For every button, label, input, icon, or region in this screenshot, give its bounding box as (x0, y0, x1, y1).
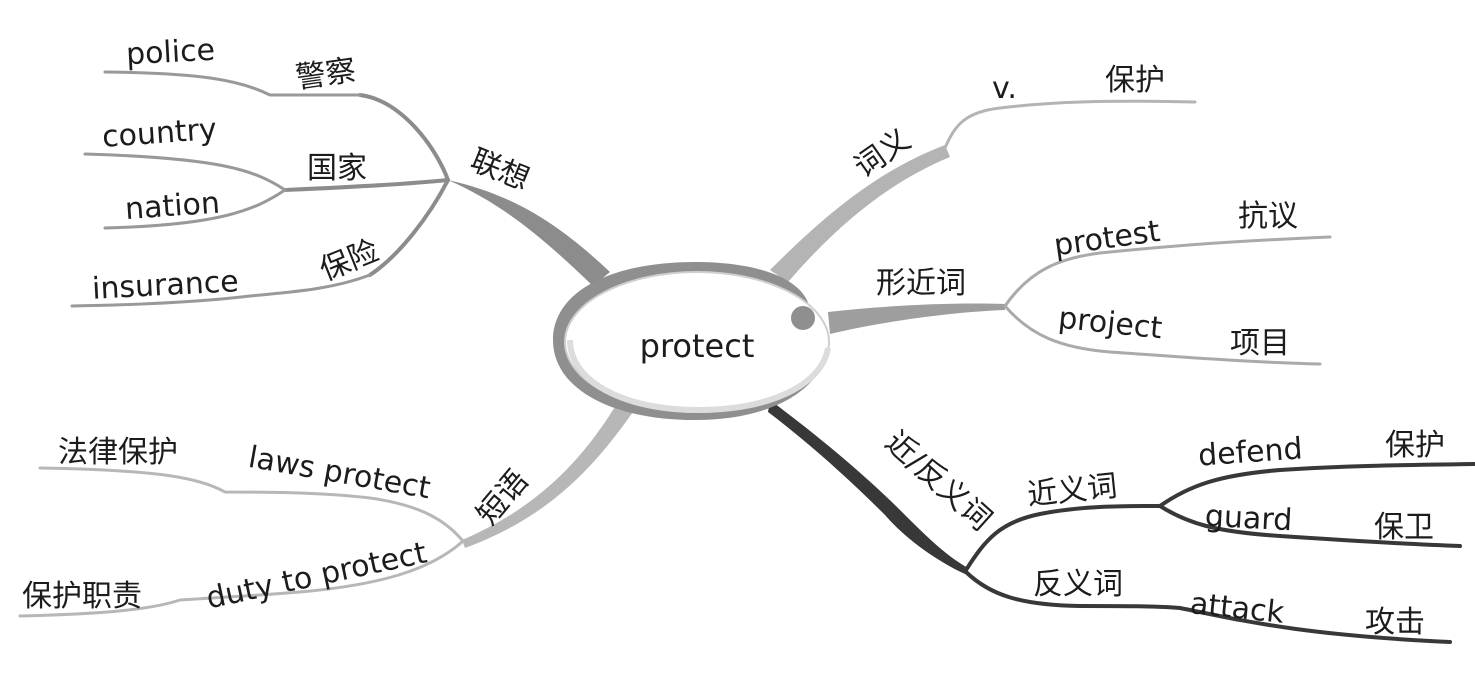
meaning-cn: 保护 (1105, 63, 1165, 98)
line-synonym (964, 504, 1162, 572)
antonym-item-1-cn: 攻击 (1365, 605, 1425, 640)
phrases-label: 短语 (470, 464, 535, 532)
phrases-item-2-cn: 保护职责 (22, 579, 142, 614)
center-ring-shadow (567, 339, 831, 414)
line-project (1003, 304, 1322, 366)
association-item-3-en: insurance (91, 264, 239, 307)
line-nation (103, 188, 287, 230)
line-laws-protect (38, 466, 464, 542)
synonym-item-1-en: defend (1197, 431, 1304, 473)
line-police (103, 70, 362, 97)
line-insurance (70, 273, 372, 308)
antonym-item-1-en: attack (1188, 586, 1286, 631)
line-country (83, 152, 287, 192)
association-main-trunk (448, 180, 610, 286)
association-stem-3 (283, 178, 450, 192)
branch-phrases: 短语 laws protect 法律保护 duty to protect 保护职… (18, 395, 640, 618)
antonym-label: 反义词 (1033, 567, 1123, 602)
center-node: protect (553, 262, 831, 420)
meaning-main-trunk (770, 145, 950, 282)
association-item-1-cn: 警察 (294, 53, 358, 96)
center-ring-end (791, 306, 815, 330)
synonym-item-2-cn: 保卫 (1374, 510, 1434, 545)
synonym-item-1-cn: 保护 (1385, 428, 1445, 463)
similar-form-item-2-cn: 项目 (1230, 326, 1290, 361)
line-defend (1158, 462, 1475, 508)
center-word: protect (640, 327, 755, 365)
branch-synonym-antonym: 近/反义词 近义词 反义词 defend 保护 guard 保卫 attack … (768, 400, 1475, 644)
similar-form-item-1-cn: 抗议 (1238, 199, 1298, 234)
meaning-pos: v. (992, 71, 1017, 106)
association-item-2-en-1: country (101, 112, 218, 155)
phrases-item-2-en: duty to protect (203, 535, 430, 616)
association-item-2-cn: 国家 (307, 151, 367, 186)
similar-form-label: 形近词 (876, 266, 966, 301)
phrases-item-1-cn: 法律保护 (58, 435, 178, 470)
association-item-2-en-2: nation (124, 186, 221, 228)
line-protest (1003, 235, 1332, 308)
similar-form-main-trunk (828, 303, 1005, 334)
line-duty-to-protect (18, 540, 464, 618)
association-stem (358, 93, 450, 182)
branch-similar-form: 形近词 protest 抗议 project 项目 (828, 199, 1332, 366)
association-item-1-en: police (125, 33, 216, 73)
association-stem-2 (368, 178, 450, 277)
line-guard (1158, 504, 1462, 548)
similar-form-item-2-en: project (1057, 301, 1164, 347)
similar-form-item-1-en: protest (1052, 214, 1163, 264)
branch-association: 联想 警察 police 国家 country nation 保险 insura… (70, 33, 610, 308)
synonym-item-2-en: guard (1204, 499, 1293, 539)
synonym-antonym-main-trunk (768, 400, 968, 574)
meaning-line (943, 99, 1197, 150)
line-antonym (964, 570, 1452, 644)
association-item-3-cn: 保险 (315, 233, 384, 288)
